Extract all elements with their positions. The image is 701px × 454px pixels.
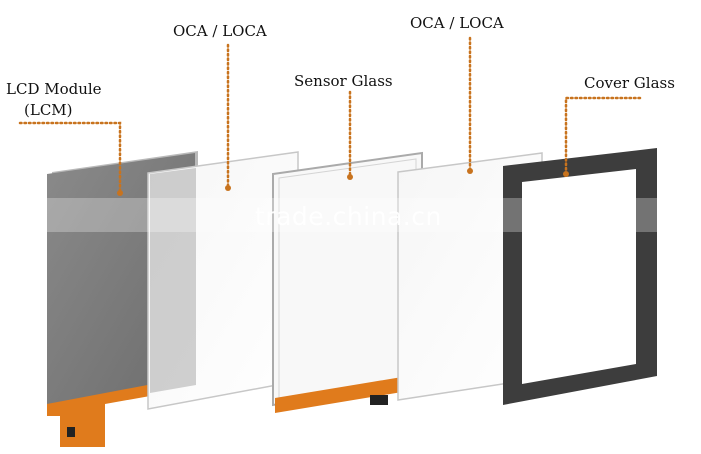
lcd-module-label: LCD Module — [6, 80, 102, 98]
oca-left-leader-dot — [225, 185, 231, 191]
sensor-leader-dot — [347, 174, 353, 180]
cover-glass-layer — [503, 148, 657, 405]
sensor-glass-layer — [272, 151, 423, 413]
oca-left-label: OCA / LOCA — [173, 22, 267, 40]
oca-right-label: OCA / LOCA — [410, 14, 504, 32]
lcd-leader-dot — [117, 190, 123, 196]
oca-left-shadow — [150, 168, 196, 393]
cover-leader-line — [564, 96, 642, 174]
sensor-glass-label: Sensor Glass — [294, 72, 393, 90]
cover-glass-window — [522, 169, 636, 384]
lcd-leader-line — [18, 121, 122, 192]
oca-left-layer — [147, 151, 299, 410]
sensor-flex-cable — [275, 374, 420, 413]
watermark-band — [0, 198, 701, 232]
leader-lines — [18, 36, 642, 192]
sensor-connector — [370, 395, 388, 405]
oca-right-leader-dot — [467, 168, 473, 174]
lcd-connector — [67, 427, 75, 437]
watermark-text: trade.china.cn — [255, 202, 442, 231]
lcd-module-sublabel: (LCM) — [24, 101, 73, 119]
cover-leader-dot — [563, 171, 569, 177]
cover-glass-label: Cover Glass — [584, 74, 675, 92]
leader-dots — [117, 168, 569, 196]
